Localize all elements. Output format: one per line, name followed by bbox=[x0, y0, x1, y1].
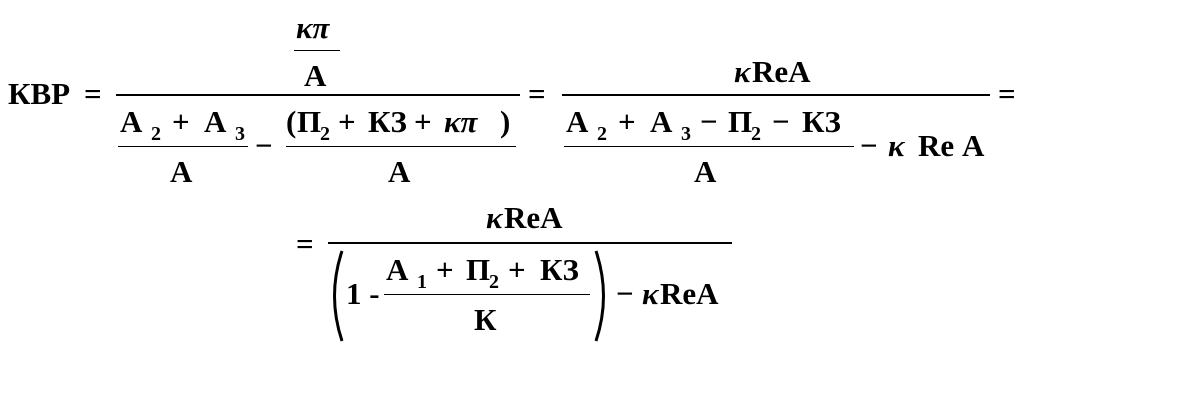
p2-sub-den2: 2 bbox=[751, 123, 761, 145]
lparen-p2-group: ( bbox=[286, 104, 297, 139]
a-den1-right: А bbox=[388, 154, 411, 189]
a3-den1: А bbox=[204, 104, 227, 139]
a-under-kappa-pi: А bbox=[304, 58, 327, 93]
left-big-paren bbox=[333, 250, 344, 342]
fraction-bar-kappa-pi bbox=[294, 50, 340, 51]
fraction-bar-a2a3 bbox=[118, 146, 248, 147]
p2-sub-den1: 2 bbox=[320, 123, 330, 145]
equals-sign-3: = bbox=[998, 76, 1016, 111]
equals-sign-4: = bbox=[296, 226, 314, 261]
plus-p2-kz: + bbox=[338, 104, 356, 139]
a1-sub-den3: 1 bbox=[417, 271, 427, 293]
p2-sub-den3: 2 bbox=[489, 271, 499, 293]
plus-kz-kp: + bbox=[414, 104, 432, 139]
minus-a3-p2: − bbox=[700, 104, 718, 139]
kappa-pi-den1: κπ bbox=[444, 104, 478, 139]
rparen-p2-group: ) bbox=[500, 104, 511, 139]
a3-sub-den2: 3 bbox=[681, 123, 691, 145]
k-den3: К bbox=[474, 302, 497, 337]
plus-den1: + bbox=[172, 104, 190, 139]
a3-den2: А bbox=[650, 104, 673, 139]
kz-den2: КЗ bbox=[802, 104, 841, 139]
plus-p2-kz-den3: + bbox=[508, 252, 526, 287]
minus-den2: − bbox=[860, 128, 878, 163]
p2-den2: П bbox=[728, 104, 753, 139]
equals-sign-1: = bbox=[84, 76, 102, 111]
lhs-kvr: КВР bbox=[8, 76, 71, 111]
re-a-den3: ReA bbox=[660, 276, 719, 311]
a-den1-left: А bbox=[170, 154, 193, 189]
a-den2: А bbox=[694, 154, 717, 189]
one-minus: 1 - bbox=[346, 276, 380, 311]
a3-sub-den1: 3 bbox=[235, 123, 245, 145]
re-den2: Re bbox=[918, 128, 955, 163]
kz-den3: КЗ bbox=[540, 252, 579, 287]
main-fraction-bar-3 bbox=[328, 242, 732, 244]
a2-den1: А bbox=[120, 104, 143, 139]
p2-den1: П bbox=[297, 104, 322, 139]
kz-den1: КЗ bbox=[368, 104, 407, 139]
re-a-num2: ReA bbox=[752, 54, 811, 89]
p2-den3: П bbox=[466, 252, 491, 287]
kappa-den2: κ bbox=[888, 128, 905, 163]
a2-den2: А bbox=[566, 104, 589, 139]
minus-den3: − bbox=[616, 276, 634, 311]
minus-p2-kz: − bbox=[772, 104, 790, 139]
main-fraction-bar-2 bbox=[562, 94, 990, 96]
right-big-paren bbox=[594, 250, 605, 342]
kappa-num3: κ bbox=[486, 200, 503, 235]
fraction-bar-den3 bbox=[384, 294, 590, 295]
fraction-bar-den2 bbox=[564, 146, 854, 147]
main-fraction-bar-1 bbox=[116, 94, 520, 96]
a-after-re-den2: А bbox=[962, 128, 985, 163]
a1-den3: А bbox=[386, 252, 409, 287]
a2-sub-den1: 2 bbox=[151, 123, 161, 145]
kappa-num2: κ bbox=[734, 54, 751, 89]
fraction-bar-p2-group bbox=[286, 146, 516, 147]
equals-sign-2: = bbox=[528, 76, 546, 111]
a2-sub-den2: 2 bbox=[597, 123, 607, 145]
minus-den1: − bbox=[255, 128, 273, 163]
plus-den2: + bbox=[618, 104, 636, 139]
plus-a1-p2: + bbox=[436, 252, 454, 287]
re-a-num3: ReA bbox=[504, 200, 563, 235]
kappa-den3: κ bbox=[642, 276, 659, 311]
kappa-pi-top: κπ bbox=[296, 10, 330, 45]
